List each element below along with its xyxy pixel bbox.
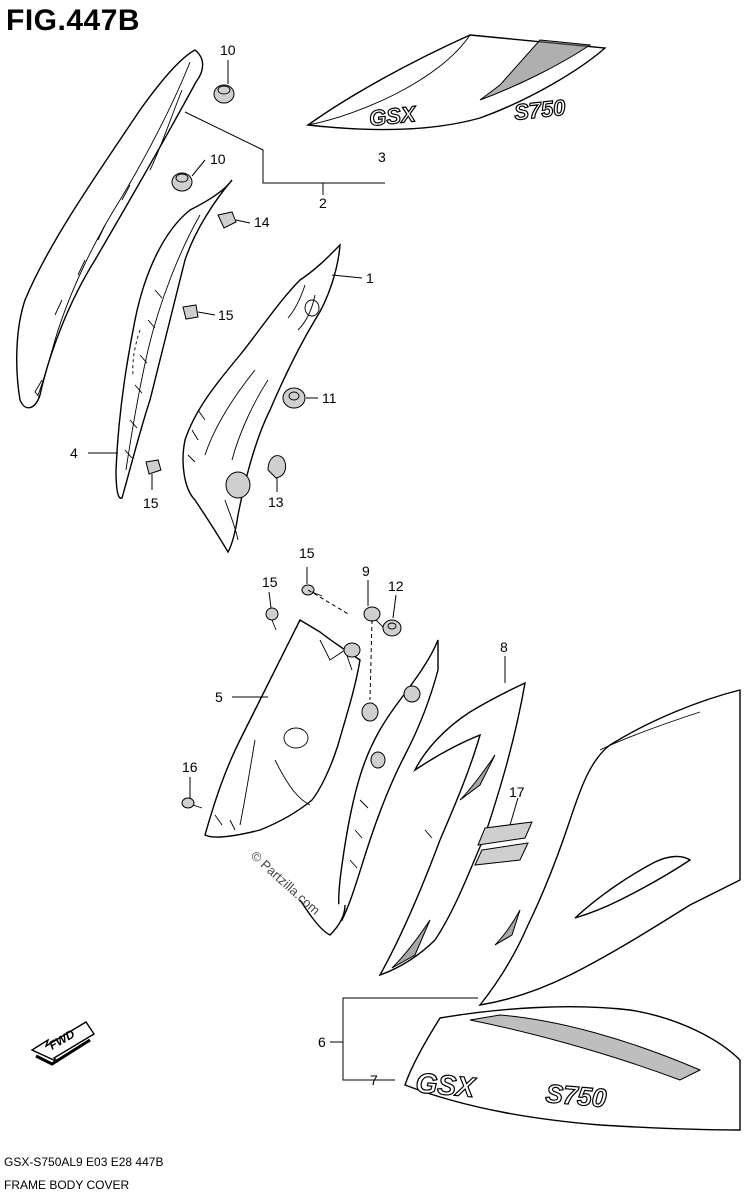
- svg-text:GSX: GSX: [414, 1067, 478, 1103]
- callout-3: 3: [378, 149, 386, 165]
- callout-16-upper: 15: [299, 545, 315, 561]
- part-5-inner-cover: [204, 619, 361, 838]
- callout-15-middle: 15: [218, 307, 234, 323]
- part-7-lower-decal: GSX S750: [404, 1006, 741, 1131]
- part-12-collar: [382, 619, 402, 637]
- callout-15-lower: 15: [143, 495, 159, 511]
- part-6-outer-cover: [478, 689, 741, 1006]
- leader-lines: [88, 60, 519, 1081]
- svg-text:S750: S750: [513, 95, 567, 125]
- part-2-upper-cover: [16, 49, 204, 409]
- part-10-grommet-upper: [213, 84, 235, 104]
- callout-9: 9: [362, 563, 370, 579]
- callout-7: 7: [370, 1072, 378, 1088]
- part-17-emblem: [474, 821, 533, 866]
- part-1-frame-cover: [182, 243, 341, 554]
- part-14-screw: [265, 607, 279, 631]
- part-4-inner-panel: [115, 179, 233, 499]
- part-11-grommet: [282, 387, 306, 409]
- callout-6: 6: [318, 1034, 326, 1050]
- callout-12: 12: [388, 578, 404, 594]
- svg-text:S750: S750: [544, 1078, 608, 1113]
- callout-17: 17: [509, 784, 525, 800]
- section-name: FRAME BODY COVER: [4, 1178, 130, 1192]
- callout-1: 1: [366, 270, 374, 286]
- callout-8: 8: [500, 639, 508, 655]
- part-10-grommet-lower: [171, 172, 193, 192]
- model-code: GSX-S750AL9 E03 E28 447B: [4, 1155, 164, 1169]
- callout-labels: 10 10 3 2 14 1 15 11 4 13 15 15 9 15 12 …: [70, 42, 525, 1088]
- fwd-arrow: FWD: [30, 1021, 95, 1066]
- figure-title: FIG.447B: [6, 4, 141, 37]
- part-13-cushion: [267, 455, 287, 479]
- part-15-clip-lower: [145, 459, 162, 475]
- callout-4: 4: [70, 445, 78, 461]
- callout-16-lower: 16: [182, 759, 198, 775]
- callout-10-upper: 10: [220, 42, 236, 58]
- svg-text:GSX: GSX: [368, 101, 418, 131]
- part-15-clip-middle: [182, 304, 199, 320]
- callout-2: 2: [319, 195, 327, 211]
- callout-10-lower: 10: [210, 151, 226, 167]
- callout-11: 11: [322, 390, 337, 406]
- part-9-bolt: [363, 606, 385, 629]
- part-15-clip-upper: [217, 211, 237, 229]
- part-3-upper-decal: GSX S750: [306, 34, 607, 132]
- part-16-screw-upper: [301, 584, 323, 597]
- callout-5: 5: [215, 689, 223, 705]
- inner-bracket: [299, 639, 439, 936]
- callout-13: 13: [268, 494, 284, 510]
- callout-15-upper: 14: [254, 214, 270, 230]
- part-16-screw-lower: [181, 797, 203, 809]
- callout-14: 15: [262, 574, 278, 590]
